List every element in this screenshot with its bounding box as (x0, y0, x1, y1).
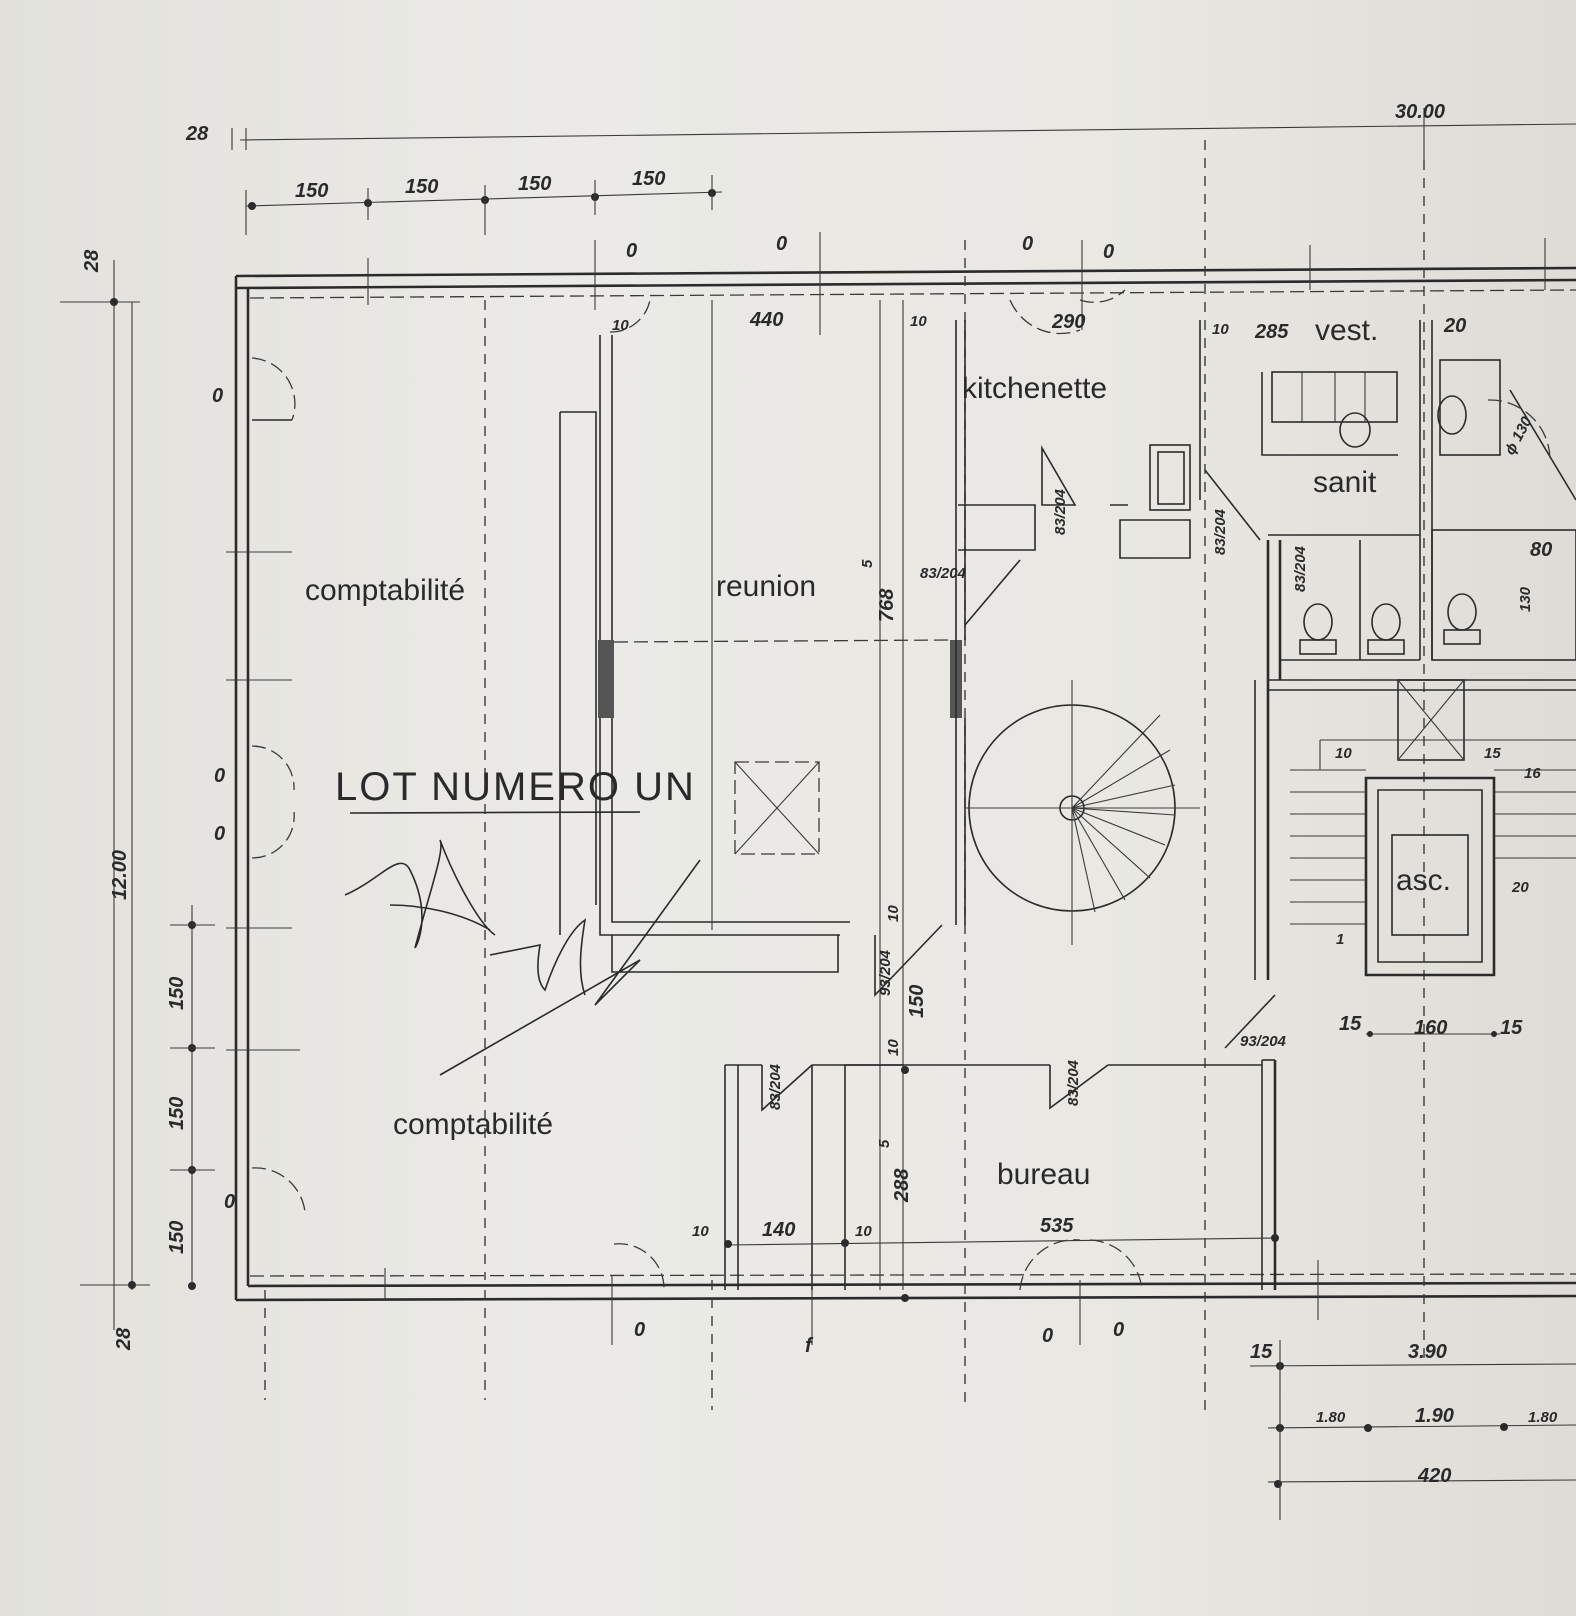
window-o-11: 0 (1113, 1319, 1124, 1341)
room-labels: comptabilité comptabilité reunion kitche… (305, 314, 1451, 1191)
room-label-bureau: bureau (997, 1158, 1090, 1191)
light-well (734, 761, 820, 855)
stair-10: 10 (1335, 745, 1352, 762)
dim-bay-1: 150 (295, 180, 328, 202)
handwritten-signature (344, 811, 701, 1076)
window-o-9: 0 (634, 1319, 645, 1341)
dim-stair-180-left: 1.80 (1316, 1409, 1346, 1426)
dim-stair-180-right: 1.80 (1528, 1409, 1558, 1426)
door-lower: 93/204 (1240, 1033, 1287, 1050)
stair-20: 20 (1511, 879, 1529, 896)
door-reunion: 83/204 (920, 565, 967, 582)
f-mark: f (805, 1335, 814, 1357)
door-sanit: 83/204 (1292, 545, 1309, 592)
window-o-6: 0 (214, 765, 225, 787)
dim-stair-420: 420 (1417, 1465, 1451, 1487)
room-label-comptabilite-2: comptabilité (393, 1108, 553, 1141)
door-swings (251, 289, 1551, 1291)
window-marks (226, 232, 1546, 1345)
door-kitchen-a: 83/204 (1052, 488, 1069, 535)
window-labels: 0 0 0 0 0 0 0 0 0 0 0 f (212, 233, 1124, 1357)
dimension-lines (60, 108, 1576, 1520)
stair-15: 15 (1484, 745, 1501, 762)
room-label-comptabilite-1: comptabilité (305, 574, 465, 607)
room-label-kitchenette: kitchenette (962, 372, 1107, 405)
dim-opening-290: 290 (1051, 311, 1085, 333)
dim-lift-160: 160 (1414, 1017, 1447, 1039)
lot-annotation: LOT NUMERO UN (335, 765, 696, 809)
dim-left-bay-1: 150 (166, 977, 188, 1010)
dim-bureau-depth: 288 (891, 1168, 913, 1203)
door-bureau-right: 83/204 (1065, 1059, 1082, 1106)
dim-10-b: 10 (910, 313, 927, 330)
dim-overall-width: 30.00 (1395, 101, 1445, 123)
dim-lift-15-right: 15 (1500, 1017, 1523, 1039)
door-corridor: 93/204 (877, 949, 894, 996)
dim-wall-top: 28 (185, 123, 209, 145)
stair-treads (1290, 739, 1576, 925)
dim-bay-4: 150 (632, 168, 665, 190)
window-o-3: 0 (1022, 233, 1033, 255)
dim-stair-190: 1.90 (1415, 1405, 1454, 1427)
dim-bay-3: 150 (518, 173, 551, 195)
dim-10-g: 10 (855, 1223, 872, 1240)
window-o-5: 0 (212, 385, 223, 407)
dim-shower-diameter: ϕ 130 (1502, 414, 1536, 458)
dim-left-bay-3: 150 (166, 1221, 188, 1254)
dim-bureau-width: 535 (1040, 1215, 1074, 1237)
window-o-7: 0 (214, 823, 225, 845)
dim-wc-130: 130 (1517, 586, 1534, 612)
window-o-1: 0 (626, 240, 637, 262)
room-label-asc: asc. (1396, 864, 1451, 897)
partitions (559, 300, 1576, 1302)
dim-stair-390: 3.90 (1408, 1341, 1447, 1363)
stair-1: 1 (1336, 931, 1344, 948)
door-kitchen-b: 83/204 (1212, 508, 1229, 555)
dim-10-e: 10 (885, 1039, 902, 1056)
window-o-10: 0 (1042, 1325, 1053, 1347)
dim-bureau-depth-sup: 5 (876, 1139, 893, 1148)
dim-bottom-15: 15 (1250, 1341, 1273, 1363)
dim-opening-440: 440 (749, 309, 783, 331)
room-label-sanit: sanit (1313, 466, 1377, 499)
window-o-2: 0 (776, 233, 787, 255)
dim-reunion-depth: 768 (876, 588, 898, 622)
dim-wall-bottom: 28 (113, 1327, 135, 1351)
dim-bureau-140: 140 (762, 1219, 795, 1241)
window-o-4: 0 (1103, 241, 1114, 263)
stair-16: 16 (1524, 765, 1541, 782)
dim-opening-285: 285 (1254, 321, 1289, 343)
dimension-labels: 30.00 28 150 150 150 150 28 12.00 28 150… (81, 101, 1558, 1487)
dim-20-bath: 20 (1443, 315, 1466, 337)
dim-10-a: 10 (612, 317, 629, 334)
room-label-reunion: reunion (716, 570, 816, 603)
dim-wc-80: 80 (1530, 539, 1552, 561)
dim-reunion-depth-sup: 5 (859, 559, 876, 568)
dim-wall-left: 28 (81, 249, 103, 273)
window-o-8: 0 (224, 1191, 235, 1213)
dim-10-f: 10 (692, 1223, 709, 1240)
dim-depth-150: 150 (906, 985, 928, 1018)
dim-bay-2: 150 (405, 176, 438, 198)
room-label-vest: vest. (1315, 314, 1378, 347)
dim-lift-15-left: 15 (1339, 1013, 1362, 1035)
dim-overall-depth: 12.00 (109, 850, 131, 900)
door-bureau-left: 83/204 (767, 1063, 784, 1110)
dim-left-bay-2: 150 (166, 1097, 188, 1130)
dim-10-c: 10 (1212, 321, 1229, 338)
dim-10-d: 10 (885, 905, 902, 922)
spiral-staircase (965, 680, 1200, 945)
